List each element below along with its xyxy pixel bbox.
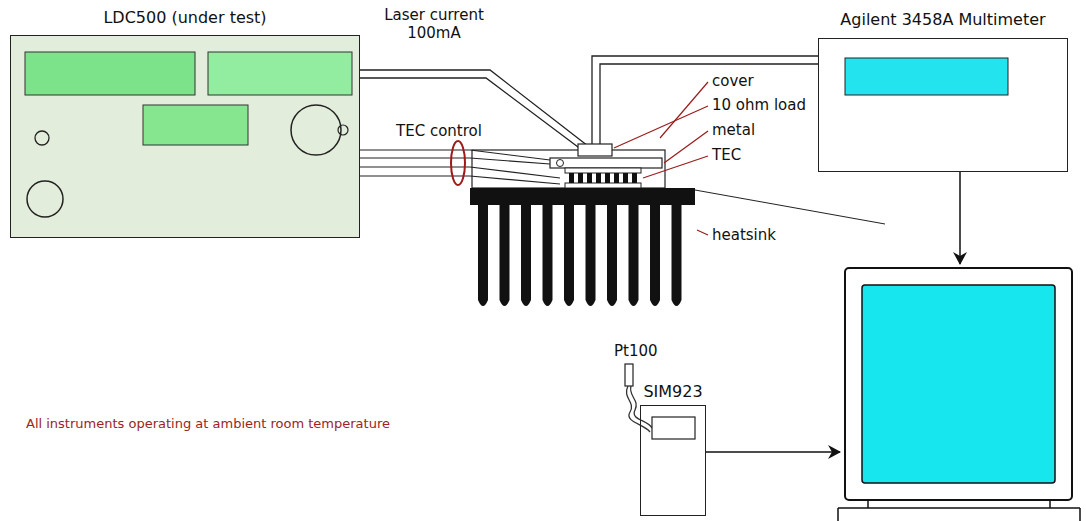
wire (360, 70, 588, 146)
pt100-sensor (625, 364, 633, 386)
heatsink-edge (695, 190, 885, 224)
multimeter-body (820, 40, 1067, 171)
instrument-panel (10, 35, 360, 238)
wire (360, 78, 582, 150)
knob (291, 105, 341, 155)
wire (600, 64, 818, 144)
data-arrow (706, 451, 840, 453)
display (143, 105, 248, 145)
instrument-outline (640, 405, 706, 516)
metal-block (550, 158, 662, 168)
knob (27, 181, 63, 217)
computer-base (838, 500, 1080, 521)
monitor (845, 268, 1072, 500)
part-label: heatsink (712, 226, 776, 244)
instrument-box: SIM923 (640, 382, 706, 516)
instrument-box: Agilent 3458A Multimeter (818, 10, 1068, 172)
screen (862, 285, 1055, 483)
load-resistor (578, 144, 612, 156)
leader-lines (614, 82, 708, 235)
wire (360, 158, 550, 164)
button (35, 131, 49, 145)
instrument-outline (10, 35, 360, 238)
tec-elements (569, 173, 637, 183)
display (25, 52, 195, 95)
cable-bundle-mark (451, 141, 465, 185)
sensor (557, 160, 564, 167)
part-label: cover (712, 72, 754, 90)
instrument-outline (818, 38, 1068, 172)
display (208, 52, 352, 95)
heatsink-fins (478, 205, 682, 306)
heatsink-base (470, 188, 695, 205)
part-label: TEC (712, 146, 741, 164)
instrument-name: LDC500 (under test) (10, 8, 360, 28)
part-label: TEC control (396, 122, 482, 140)
wire (592, 56, 818, 144)
button (338, 125, 348, 135)
tec-plate (565, 168, 641, 173)
sim-display (652, 417, 695, 439)
instrument-name: SIM923 (640, 382, 706, 402)
part-label: 10 ohm load (712, 96, 806, 114)
part-label: Pt100 (614, 342, 658, 360)
data-arrow (959, 172, 961, 264)
cover (472, 150, 665, 188)
instrument-name: Agilent 3458A Multimeter (818, 10, 1068, 30)
display (845, 58, 1008, 95)
instrument-box: LDC500 (under test) (10, 8, 360, 238)
part-label: Laser current 100mA (378, 6, 490, 42)
part-label: All instruments operating at ambient roo… (26, 415, 390, 433)
tec-plate (565, 183, 641, 188)
part-label: metal (712, 121, 755, 139)
